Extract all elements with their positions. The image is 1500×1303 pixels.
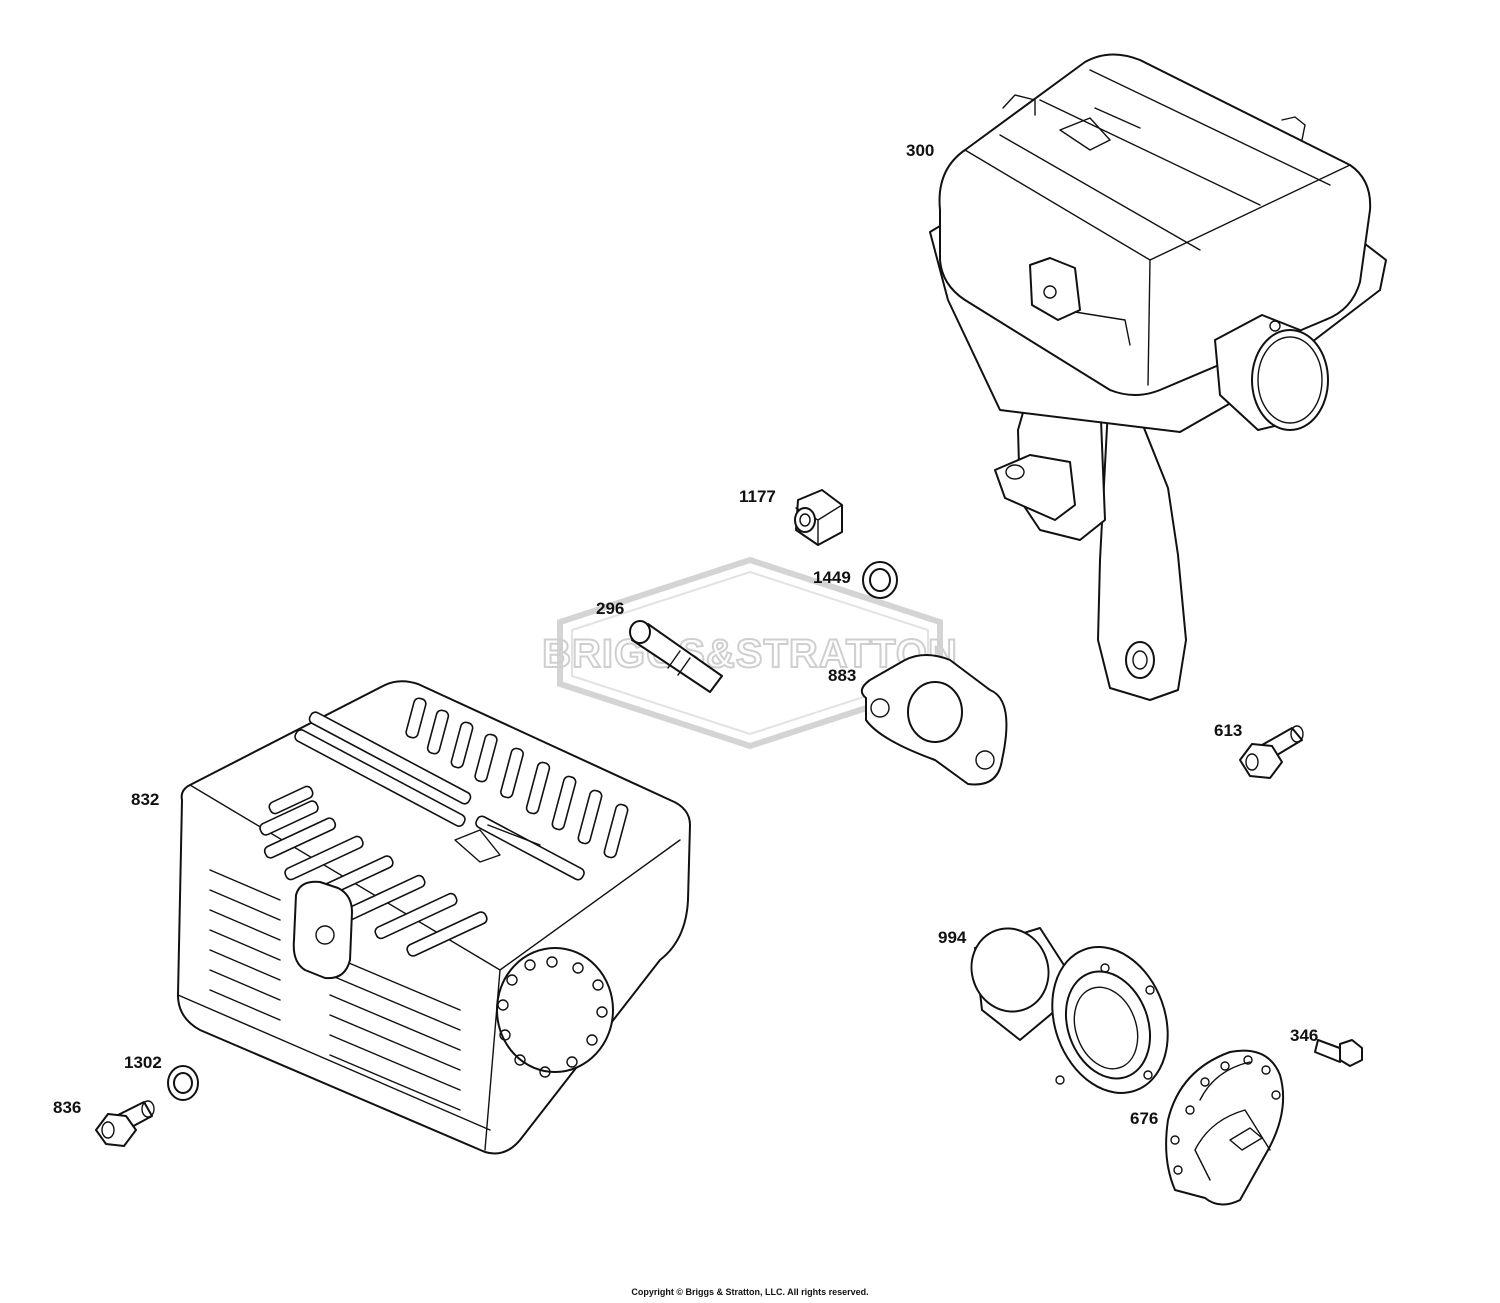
part-1302-washer[interactable] — [167, 1065, 199, 1101]
callout-300[interactable]: 300 — [906, 141, 935, 160]
part-346-screw[interactable] — [1314, 1039, 1363, 1067]
part-300-muffler[interactable] — [929, 53, 1387, 701]
copyright-notice: Copyright © Briggs & Stratton, LLC. All … — [631, 1287, 869, 1297]
callout-1177[interactable]: 1177 — [739, 487, 776, 506]
part-994-tube[interactable] — [960, 918, 1187, 1110]
callout-994[interactable]: 994 — [938, 928, 967, 947]
callout-676[interactable]: 676 — [1130, 1109, 1159, 1128]
part-883-gasket[interactable] — [860, 654, 1008, 786]
callout-1449[interactable]: 1449 — [813, 568, 851, 587]
callout-346[interactable]: 346 — [1290, 1026, 1319, 1045]
part-832-muffler-guard[interactable] — [177, 680, 691, 1155]
callout-613[interactable]: 613 — [1214, 721, 1243, 740]
callout-1302[interactable]: 1302 — [124, 1053, 162, 1072]
part-613-screw[interactable] — [1239, 725, 1304, 779]
part-836-screw[interactable] — [95, 1100, 155, 1147]
part-1449-lock-washer[interactable] — [862, 561, 898, 599]
part-1177-nut[interactable] — [794, 489, 843, 546]
callout-296[interactable]: 296 — [596, 599, 625, 618]
callout-883[interactable]: 883 — [828, 666, 857, 685]
callout-836[interactable]: 836 — [53, 1098, 82, 1117]
part-296-stud[interactable] — [629, 620, 723, 693]
part-676-deflector[interactable] — [1165, 1049, 1285, 1206]
callout-832[interactable]: 832 — [131, 790, 160, 809]
